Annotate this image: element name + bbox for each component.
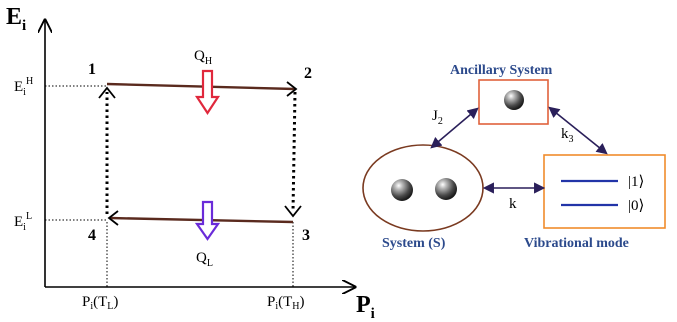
corner-3: 3 — [302, 227, 310, 244]
arrowhead-2 — [286, 81, 298, 97]
system-diagram: Ancillary System System (S) |1⟩ |0⟩ Vibr… — [362, 63, 666, 251]
system-ellipse — [362, 144, 484, 232]
arrowhead-3 — [284, 205, 302, 218]
vibrational-mode-box — [543, 154, 666, 229]
heat-out-arrow — [194, 200, 221, 241]
cycle-diagram: Ei Pi EiH EiL Pi(TL) Pi(TH) 1 2 3 4 QH — [6, 4, 375, 322]
cycle-edge-2-3 — [291, 91, 297, 213]
tick-left-label: Pi(TL) — [82, 294, 118, 312]
system-particle-1 — [391, 179, 413, 201]
ancillary-particle — [504, 90, 524, 110]
corner-1: 1 — [88, 61, 96, 78]
coupling-k-label: k — [509, 196, 517, 212]
vibrational-mode-label: Vibrational mode — [524, 236, 629, 251]
cycle-edge-3-4 — [109, 216, 294, 224]
y-axis-label: Ei — [6, 4, 26, 34]
arrowhead-4 — [107, 210, 119, 226]
level-low-label: EiL — [14, 211, 32, 233]
level-1-ket: |1⟩ — [628, 174, 644, 190]
arrowhead-1 — [98, 86, 116, 99]
coupling-k3-arrow — [548, 106, 608, 155]
heat-in-label: QH — [194, 48, 212, 67]
ancillary-label: Ancillary System — [450, 63, 553, 78]
heat-in-arrow — [194, 69, 221, 116]
coupling-k3-label: k3 — [561, 126, 574, 145]
coupling-j2-arrow — [430, 107, 479, 149]
corner-2: 2 — [304, 65, 312, 82]
cycle-edge-1-2 — [106, 82, 296, 91]
tick-right-label: Pi(TH) — [267, 294, 305, 312]
corner-4: 4 — [88, 227, 96, 244]
level-high-label: EiH — [14, 76, 33, 98]
system-label: System (S) — [382, 236, 446, 251]
x-axis-label: Pi — [356, 292, 375, 322]
system-particle-2 — [435, 178, 457, 200]
heat-out-label: QL — [196, 250, 213, 269]
level-0-ket: |0⟩ — [628, 198, 644, 214]
coupling-j2-label: J2 — [432, 108, 443, 127]
